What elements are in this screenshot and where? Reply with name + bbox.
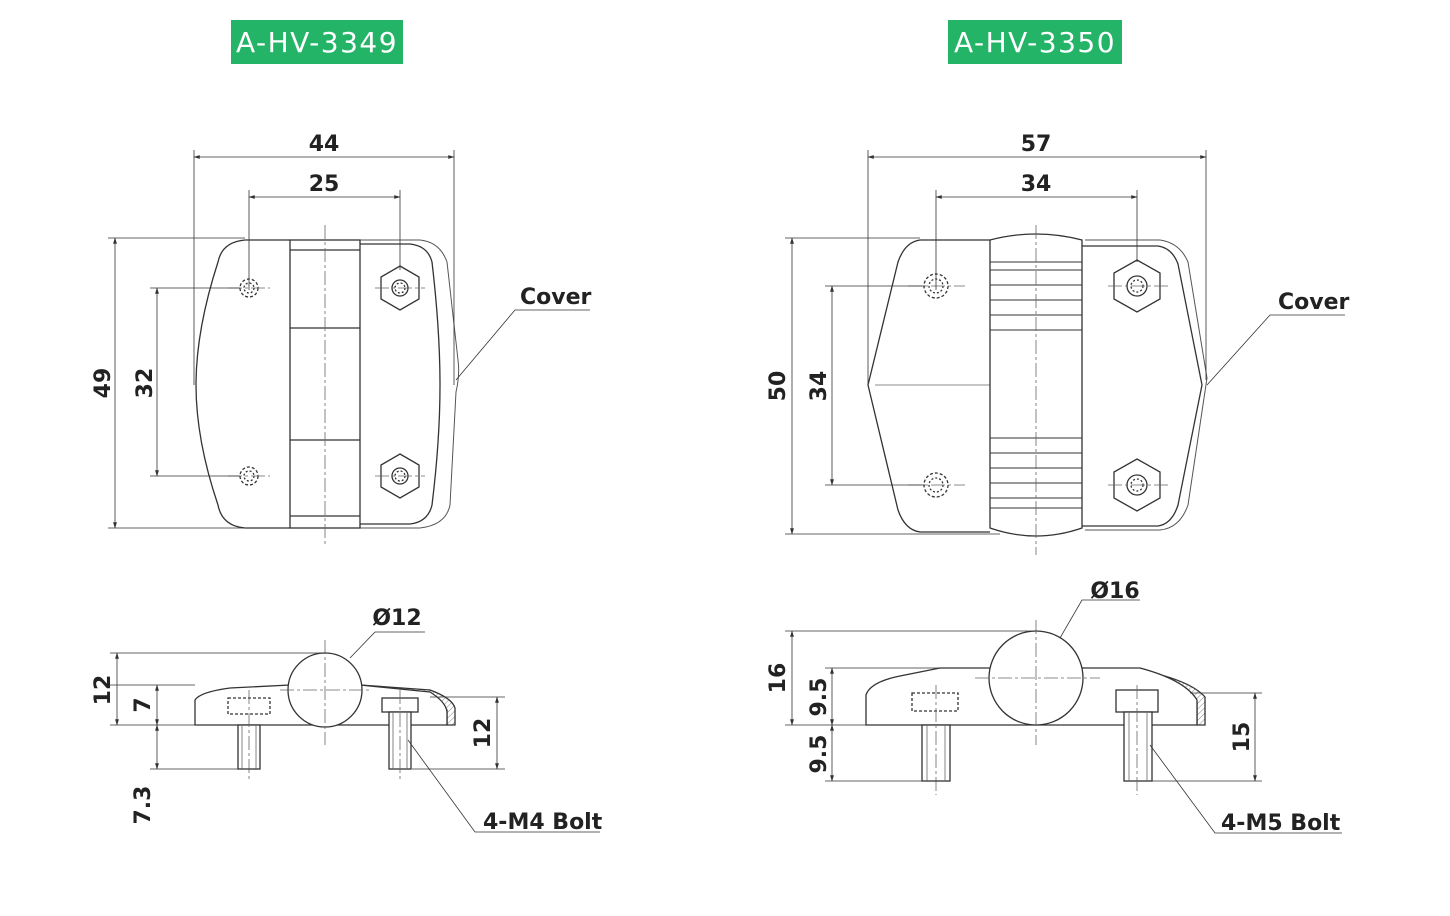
hinge-3349-top-dimensions	[108, 150, 590, 529]
dim-3350-pin-diameter: Ø16	[1090, 579, 1139, 604]
dim-3349-overall-width: 44	[309, 132, 340, 157]
hinge-3349-side-view	[194, 640, 456, 780]
dim-3350-overall-width: 57	[1021, 132, 1052, 157]
hinge-3349-side-dimensions	[110, 631, 600, 833]
dim-3350-cover-height: 15	[1230, 722, 1255, 753]
dim-3349-hole-pitch-x: 25	[309, 172, 340, 197]
dim-3349-overall-thickness: 12	[91, 675, 116, 706]
cover-label-3350: Cover	[1278, 290, 1350, 315]
hinge-3350-top-dimensions	[785, 150, 1345, 535]
dim-3350-overall-thickness: 16	[766, 663, 791, 694]
bolt-label-3349: 4-M4 Bolt	[483, 810, 603, 835]
dim-3349-hole-pitch-y: 32	[133, 368, 158, 399]
hinge-3350-side-view	[865, 620, 1206, 795]
dim-3350-overall-height: 50	[766, 371, 791, 402]
dim-3349-overall-height: 49	[91, 368, 116, 399]
dim-3349-plate-thickness: 7	[131, 697, 156, 712]
dim-3350-bolt-projection: 9.5	[807, 735, 832, 774]
dim-3350-hole-pitch-y: 34	[807, 371, 832, 402]
hinge-3350-side-dimensions	[785, 599, 1342, 834]
bolt-label-3350: 4-M5 Bolt	[1221, 811, 1341, 836]
model-badge-3349: A-HV-3349	[231, 20, 403, 64]
model-badge-3350: A-HV-3350	[948, 20, 1122, 64]
dim-3349-cover-height: 12	[471, 718, 496, 749]
hinge-3349-top-view	[195, 225, 460, 545]
hinge-3350-top-view	[867, 225, 1208, 555]
dim-3350-hole-pitch-x: 34	[1021, 172, 1052, 197]
dim-3350-plate-thickness: 9.5	[807, 678, 832, 717]
dim-3349-bolt-projection: 7.3	[131, 786, 156, 825]
dim-3349-pin-diameter: Ø12	[372, 606, 421, 631]
cover-label-3349: Cover	[520, 285, 592, 310]
